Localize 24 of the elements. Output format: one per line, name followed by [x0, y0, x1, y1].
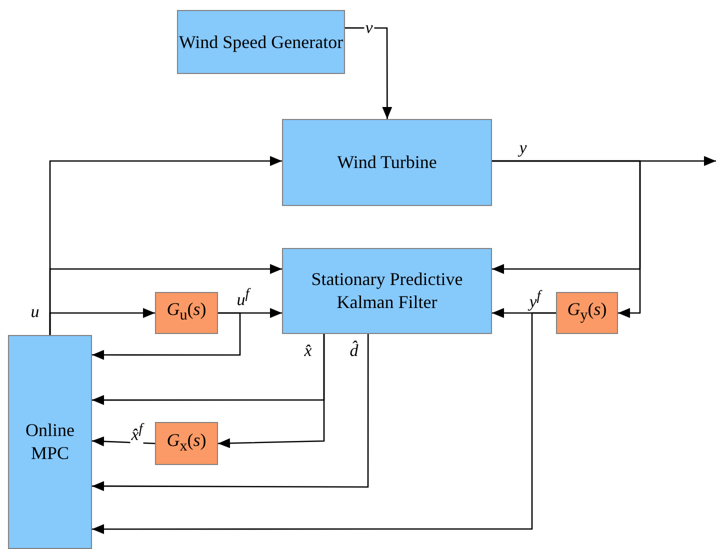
process-box — [177, 10, 345, 74]
node-label: Wind Turbine — [337, 151, 437, 174]
node-label: G$_{x}$(s) — [166, 428, 206, 456]
transfer-function-box — [155, 292, 218, 334]
edge-label: y$^{f}$ — [528, 287, 542, 311]
arrow — [218, 334, 325, 448]
node-label: G$_{u}$(s) — [166, 298, 206, 326]
process-box — [282, 248, 492, 334]
arrow — [92, 312, 241, 360]
arrow — [49, 308, 155, 335]
process-box — [8, 335, 92, 549]
edge-label: x̂$^{f}$ — [130, 420, 144, 444]
arrow — [92, 312, 556, 534]
transfer-function-box — [556, 292, 618, 334]
node-label: Stationary Predictive Kalman Filter — [310, 268, 464, 314]
node-label: G$_{y}$(s) — [567, 298, 607, 326]
arrow — [492, 160, 641, 318]
arrow — [92, 334, 369, 492]
transfer-function-box — [155, 422, 218, 465]
process-box — [282, 119, 492, 206]
arrow — [345, 27, 392, 119]
arrow — [92, 436, 156, 446]
node-label: Online MPC — [24, 419, 76, 465]
node-label: Wind Speed Generator — [178, 30, 344, 54]
